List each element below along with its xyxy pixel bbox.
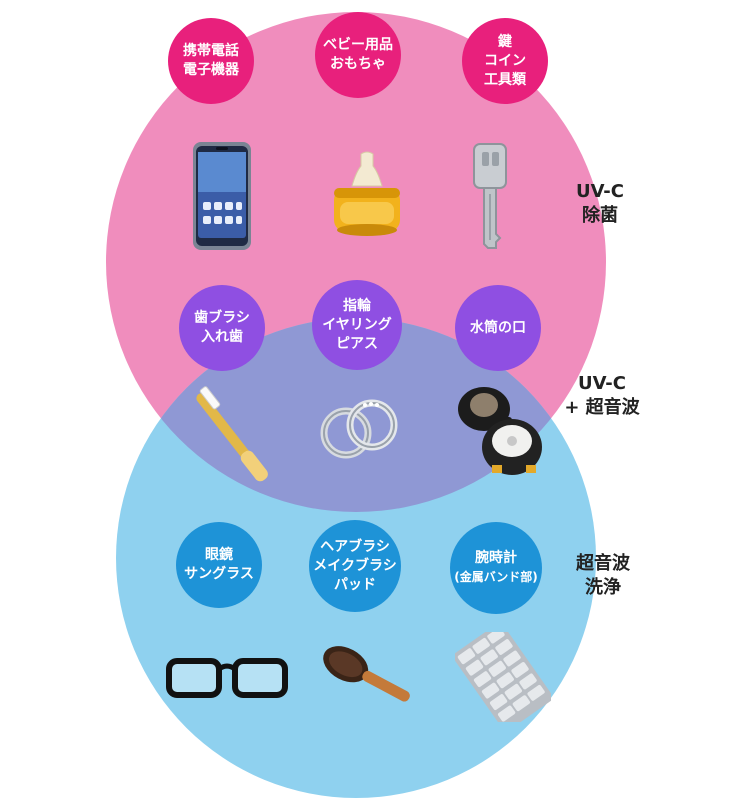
- watch-band-icon: [455, 632, 551, 722]
- baby-bottle-icon: [334, 151, 400, 236]
- hairbrush-icon: [323, 646, 410, 702]
- badge-text: ベビー用品: [323, 37, 393, 53]
- toothbrush-icon: [196, 386, 268, 482]
- badge-text: 眼鏡: [205, 547, 233, 563]
- badge-toothbrush-dentures: 歯ブラシ 入れ歯: [179, 285, 265, 371]
- badge-text: コイン: [484, 52, 526, 69]
- zone-label-both: UV-C + 超音波: [556, 372, 648, 420]
- badge-text: 指輪: [343, 297, 371, 314]
- badge-hair-makeup-brush: ヘアブラシ メイクブラシ パッド: [309, 520, 401, 612]
- zone-label-line: + 超音波: [564, 397, 640, 418]
- badge-text: 工具類: [484, 71, 526, 88]
- badge-text: イヤリング: [322, 316, 392, 333]
- zone-label-line: 超音波: [576, 553, 630, 574]
- water-bottle-cap-icon: [458, 387, 542, 475]
- zone-label-line: UV-C: [578, 373, 626, 394]
- zone-label-line: 洗浄: [585, 577, 621, 598]
- badge-keys-coins-tools: 鍵 コイン 工具類: [462, 18, 548, 104]
- badge-baby-toys: ベビー用品 おもちゃ: [315, 12, 401, 98]
- badge-text: 電子機器: [183, 62, 239, 78]
- badge-text: 携帯電話: [183, 43, 239, 59]
- badge-glasses-sunglasses: 眼鏡 サングラス: [176, 522, 262, 608]
- zone-label-line: UV-C: [576, 181, 624, 202]
- badge-text: (金属バンド部): [454, 570, 538, 584]
- rings-icon: [320, 399, 398, 459]
- badge-text: 入れ歯: [201, 329, 243, 345]
- badge-bottle-mouth: 水筒の口: [455, 285, 541, 371]
- glasses-icon: [166, 658, 288, 698]
- badge-text: ヘアブラシ: [320, 538, 390, 555]
- zone-label-uvc: UV-C 除菌: [568, 180, 632, 228]
- badge-text: 鍵: [498, 33, 512, 50]
- badge-rings-earrings: 指輪 イヤリング ピアス: [312, 280, 402, 370]
- badge-text: パッド: [334, 576, 376, 593]
- badge-phone-electronics: 携帯電話 電子機器: [168, 18, 254, 104]
- badge-text: サングラス: [184, 566, 254, 582]
- zone-label-line: 除菌: [582, 205, 618, 226]
- badge-text: 歯ブラシ: [194, 310, 250, 326]
- zone-label-ultrasonic: 超音波 洗浄: [566, 552, 640, 600]
- badge-text: 水筒の口: [470, 319, 526, 336]
- smartphone-icon: [193, 142, 251, 250]
- badge-text: メイクブラシ: [313, 557, 397, 574]
- badge-watch-metal-band: 腕時計 (金属バンド部): [450, 522, 542, 614]
- badge-text: 腕時計: [475, 550, 517, 566]
- badge-text: おもちゃ: [330, 56, 386, 72]
- key-icon: [473, 143, 507, 249]
- badge-text: ピアス: [336, 335, 378, 352]
